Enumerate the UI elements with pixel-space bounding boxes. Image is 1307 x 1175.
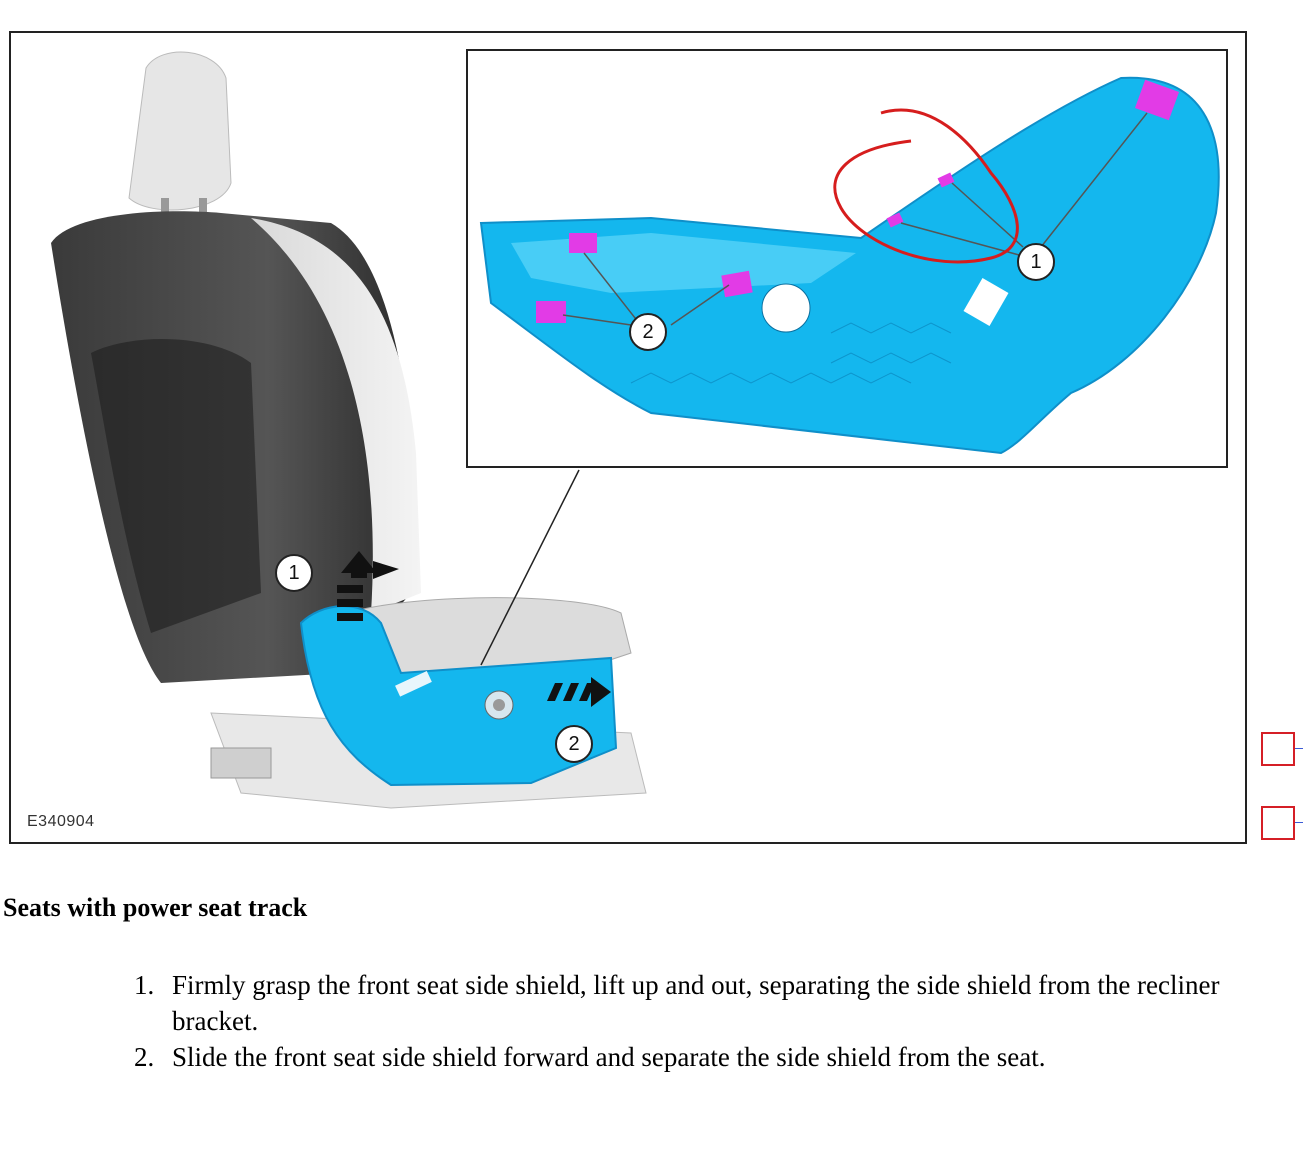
checkbox-marker[interactable] — [1261, 732, 1303, 766]
red-annotation-circle — [833, 108, 1019, 264]
marker-tick — [1295, 748, 1303, 749]
callout-1-main: 1 — [275, 554, 313, 592]
seat-illustration — [51, 49, 1228, 809]
procedure-steps: 1. Firmly grasp the front seat side shie… — [134, 967, 1244, 1075]
section-title: Seats with power seat track — [3, 893, 308, 922]
callout-1-inset: 1 — [1017, 243, 1055, 281]
callout-2-inset: 2 — [629, 313, 667, 351]
step-text: Firmly grasp the front seat side shield,… — [172, 970, 1220, 1036]
step-item: 1. Firmly grasp the front seat side shie… — [134, 967, 1244, 1039]
checkbox-marker[interactable] — [1261, 806, 1303, 840]
service-illustration: E340904 1 2 1 2 — [9, 31, 1247, 844]
marker-tick — [1295, 822, 1303, 823]
callout-2-main: 2 — [555, 725, 593, 763]
lift-arrow-icon — [337, 551, 399, 621]
step-number: 1. — [134, 970, 155, 1000]
step-text: Slide the front seat side shield forward… — [172, 1042, 1046, 1072]
figure-id: E340904 — [27, 813, 95, 830]
forward-arrow-icon — [547, 677, 611, 707]
step-item: 2. Slide the front seat side shield forw… — [134, 1039, 1244, 1075]
step-number: 2. — [134, 1042, 155, 1072]
